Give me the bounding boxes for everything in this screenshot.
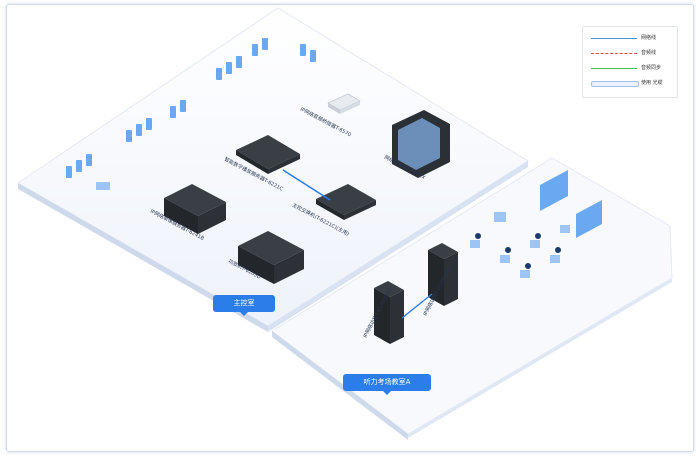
network-link-main [282,169,331,201]
monitor-device[interactable] [392,110,450,178]
legend-item-network: 网络线 [591,33,673,45]
main-control-tag[interactable]: 主控室 [213,295,275,316]
exam-room-platform [271,157,673,440]
legend: 网络线 音频线 音频同步 使用 光缆 [582,26,678,98]
classroom-scene [470,170,602,278]
exam-room-tag[interactable]: 听力考场教室A [343,374,431,395]
main-server-device[interactable] [236,135,300,174]
rack-cabinet-1[interactable] [374,281,404,344]
ip-bridge-device[interactable] [327,93,361,114]
office-desks [66,38,316,190]
amp-device[interactable] [238,231,304,284]
legend-item-fiber: 使用 光缆 [591,78,673,90]
recorder-device[interactable] [164,184,226,234]
legend-item-sync: 音频同步 [591,63,673,75]
rack-cabinet-2[interactable] [428,243,458,306]
core-switch-device[interactable] [316,184,376,220]
legend-item-audio: 音频线 [591,48,673,60]
network-link-exam [401,293,433,319]
